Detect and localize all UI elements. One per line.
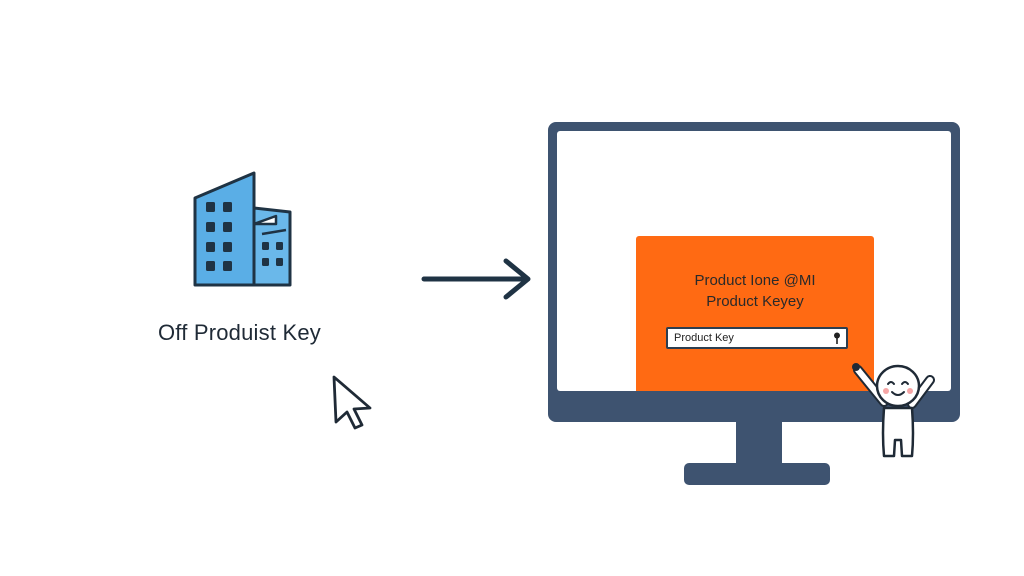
key-icon <box>834 332 840 344</box>
office-building-icon <box>193 171 292 287</box>
monitor-screen: Product Ione @MI Product Keyey Product K… <box>557 131 951 391</box>
product-key-label: Off Produist Key <box>158 320 321 345</box>
product-key-dialog: Product Ione @MI Product Keyey Product K… <box>636 236 874 391</box>
desktop-monitor: Product Ione @MI Product Keyey Product K… <box>548 122 960 422</box>
dialog-title-line-1: Product Ione @MI <box>694 272 816 289</box>
mouse-pointer-icon <box>332 375 372 430</box>
arrow-right-icon <box>421 258 531 300</box>
product-key-input[interactable]: Product Key <box>666 327 848 349</box>
dialog-title-line-2: Product Keyey <box>706 293 804 310</box>
monitor-stand-neck <box>736 422 782 466</box>
dialog-title: Product Ione @MI Product Keyey <box>636 270 874 312</box>
monitor-stand-base <box>684 463 830 485</box>
product-key-input-value: Product Key <box>674 332 734 344</box>
waving-character-icon <box>852 363 935 458</box>
